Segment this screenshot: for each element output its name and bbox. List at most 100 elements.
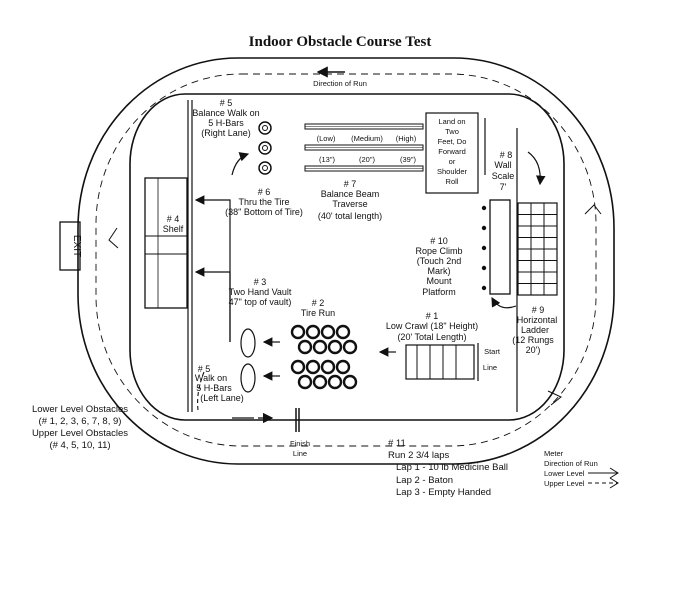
landing-label: Land on Two Feet, Do Forward or Shoulder… (437, 117, 468, 186)
direction-label: Direction of Run (313, 79, 367, 88)
svg-text:Shoulder: Shoulder (437, 167, 468, 176)
beam-height-medium: (20") (359, 155, 376, 164)
h-bar-ring-inner (262, 125, 268, 131)
inner-infield (129, 93, 565, 421)
track-dashed-chevron (547, 390, 562, 406)
start-line-label: Line (483, 363, 497, 372)
svg-text:Balance Walk on: Balance Walk on (192, 108, 259, 118)
finish-line-label: Line (293, 449, 307, 458)
svg-text:Roll: Roll (446, 177, 459, 186)
diagram-title: Indoor Obstacle Course Test (249, 34, 432, 50)
h-bar-ring-inner (262, 165, 268, 171)
svg-text:Wall: Wall (494, 160, 511, 170)
curved-arrow-5 (231, 152, 250, 176)
station-3-label: # 3 Two Hand Vault 47" top of vault) (229, 277, 292, 307)
station-8-label: # 8 Wall Scale 7' (492, 150, 515, 192)
balance-beam (304, 123, 424, 172)
svg-text:(Touch 2nd: (Touch 2nd (417, 256, 462, 266)
svg-text:5 H-Bars: 5 H-Bars (196, 383, 232, 393)
station-2-name: Tire Run (301, 308, 335, 318)
station-9-label: # 9 Horizontal Ladder (12 Rungs 20') (512, 305, 557, 355)
svg-text:Platform: Platform (422, 287, 456, 297)
station-5-top-label: # 5 Balance Walk on 5 H-Bars (Right Lane… (192, 98, 259, 138)
svg-text:Mount: Mount (426, 276, 452, 286)
shelf-structure (144, 177, 188, 309)
svg-text:Forward: Forward (438, 147, 466, 156)
svg-text:Lower Level Obstacles: Lower Level Obstacles (32, 404, 128, 415)
station-10-label: # 10 Rope Climb (Touch 2nd Mark) Mount P… (415, 236, 462, 297)
svg-text:Traverse: Traverse (332, 199, 367, 209)
station-6-label: # 6 Thru the Tire (38" Bottom of Tire) (225, 187, 303, 217)
svg-text:Lap 2 - Baton: Lap 2 - Baton (396, 475, 453, 486)
svg-text:47" top of vault): 47" top of vault) (229, 297, 292, 307)
svg-text:(38" Bottom of Tire): (38" Bottom of Tire) (225, 207, 303, 217)
horizontal-ladder (517, 202, 558, 296)
h-bar-ring (258, 161, 272, 175)
svg-text:Feet, Do: Feet, Do (438, 137, 467, 146)
tire-run (290, 324, 358, 390)
beam-level-high: (High) (396, 134, 417, 143)
svg-text:Horizontal: Horizontal (517, 315, 558, 325)
svg-text:or: or (449, 157, 456, 166)
start-label: Start (484, 347, 501, 356)
svg-text:Upper Level Obstacles: Upper Level Obstacles (32, 428, 128, 439)
station-7-label: # 7 Balance Beam Traverse (40' total len… (318, 179, 382, 221)
arrow-6-to-shelf (194, 195, 231, 342)
beam-height-high: (39") (400, 155, 417, 164)
station-1-label: # 1 Low Crawl (18" Height) (20' Total Le… (386, 311, 478, 342)
svg-text:Ladder: Ladder (521, 325, 549, 335)
curved-arrow-8 (527, 151, 546, 186)
station-11-label: # 11 Run 2 3/4 laps Lap 1 - 10 lb Medici… (388, 438, 508, 498)
svg-text:# 10: # 10 (430, 236, 448, 246)
station-2-number: # 2 (312, 298, 325, 308)
svg-text:# 11: # 11 (388, 438, 406, 449)
h-bar-ring-inner (262, 145, 268, 151)
h-bar-ring (258, 141, 272, 155)
svg-text:(12 Rungs: (12 Rungs (512, 335, 554, 345)
svg-text:Thru the Tire: Thru the Tire (238, 197, 289, 207)
svg-text:Low Crawl (18" Height): Low Crawl (18" Height) (386, 321, 478, 331)
svg-text:(Left Lane): (Left Lane) (200, 393, 244, 403)
exit-label: EXIT (71, 235, 82, 257)
finish-label: Finish (290, 439, 310, 448)
dashed-arrow-5 (197, 371, 205, 411)
svg-text:Rope Climb: Rope Climb (415, 246, 462, 256)
legend-upper: Upper Level (544, 479, 585, 488)
legend-direction: Direction of Run (544, 459, 598, 468)
beam-height-low: (13") (319, 155, 336, 164)
track-dashed-chevron (108, 227, 119, 249)
svg-text:Two: Two (445, 127, 459, 136)
svg-text:Lap 1 - 10 lb Medicine Ball: Lap 1 - 10 lb Medicine Ball (396, 462, 508, 473)
svg-text:# 7: # 7 (344, 179, 357, 189)
svg-text:(# 4, 5, 10, 11): (# 4, 5, 10, 11) (49, 440, 110, 451)
svg-text:Walk on: Walk on (195, 373, 227, 383)
svg-text:(# 1, 2, 3, 6, 7, 8, 9): (# 1, 2, 3, 6, 7, 8, 9) (39, 416, 122, 427)
legend-lower: Lower Level (544, 469, 585, 478)
svg-text:# 3: # 3 (254, 277, 267, 287)
svg-text:# 5: # 5 (198, 364, 211, 374)
legend-meter: Meter (544, 449, 564, 458)
landing-box (425, 112, 479, 194)
svg-text:5 H-Bars: 5 H-Bars (208, 118, 244, 128)
svg-text:# 9: # 9 (532, 305, 545, 315)
svg-text:20'): 20') (526, 345, 541, 355)
level-obstacles: Lower Level Obstacles (# 1, 2, 3, 6, 7, … (32, 404, 128, 451)
outer-track (77, 57, 615, 465)
mount-platform (489, 199, 511, 295)
arrow-to-shelf-mount (194, 267, 231, 342)
svg-text:Two Hand Vault: Two Hand Vault (229, 287, 292, 297)
track-dashed-chevron (584, 204, 602, 215)
exit-box (59, 221, 81, 271)
svg-text:# 1: # 1 (426, 311, 439, 321)
svg-text:Mark): Mark) (428, 266, 451, 276)
svg-text:# 6: # 6 (258, 187, 271, 197)
svg-text:Land on: Land on (438, 117, 465, 126)
svg-text:Run 2 3/4 laps: Run 2 3/4 laps (388, 450, 450, 461)
svg-text:# 8: # 8 (500, 150, 513, 160)
rope-points (481, 205, 487, 291)
svg-text:(40' total length): (40' total length) (318, 211, 382, 221)
beam-level-low: (Low) (317, 134, 336, 143)
svg-text:Lap 3 - Empty Handed: Lap 3 - Empty Handed (396, 487, 491, 498)
